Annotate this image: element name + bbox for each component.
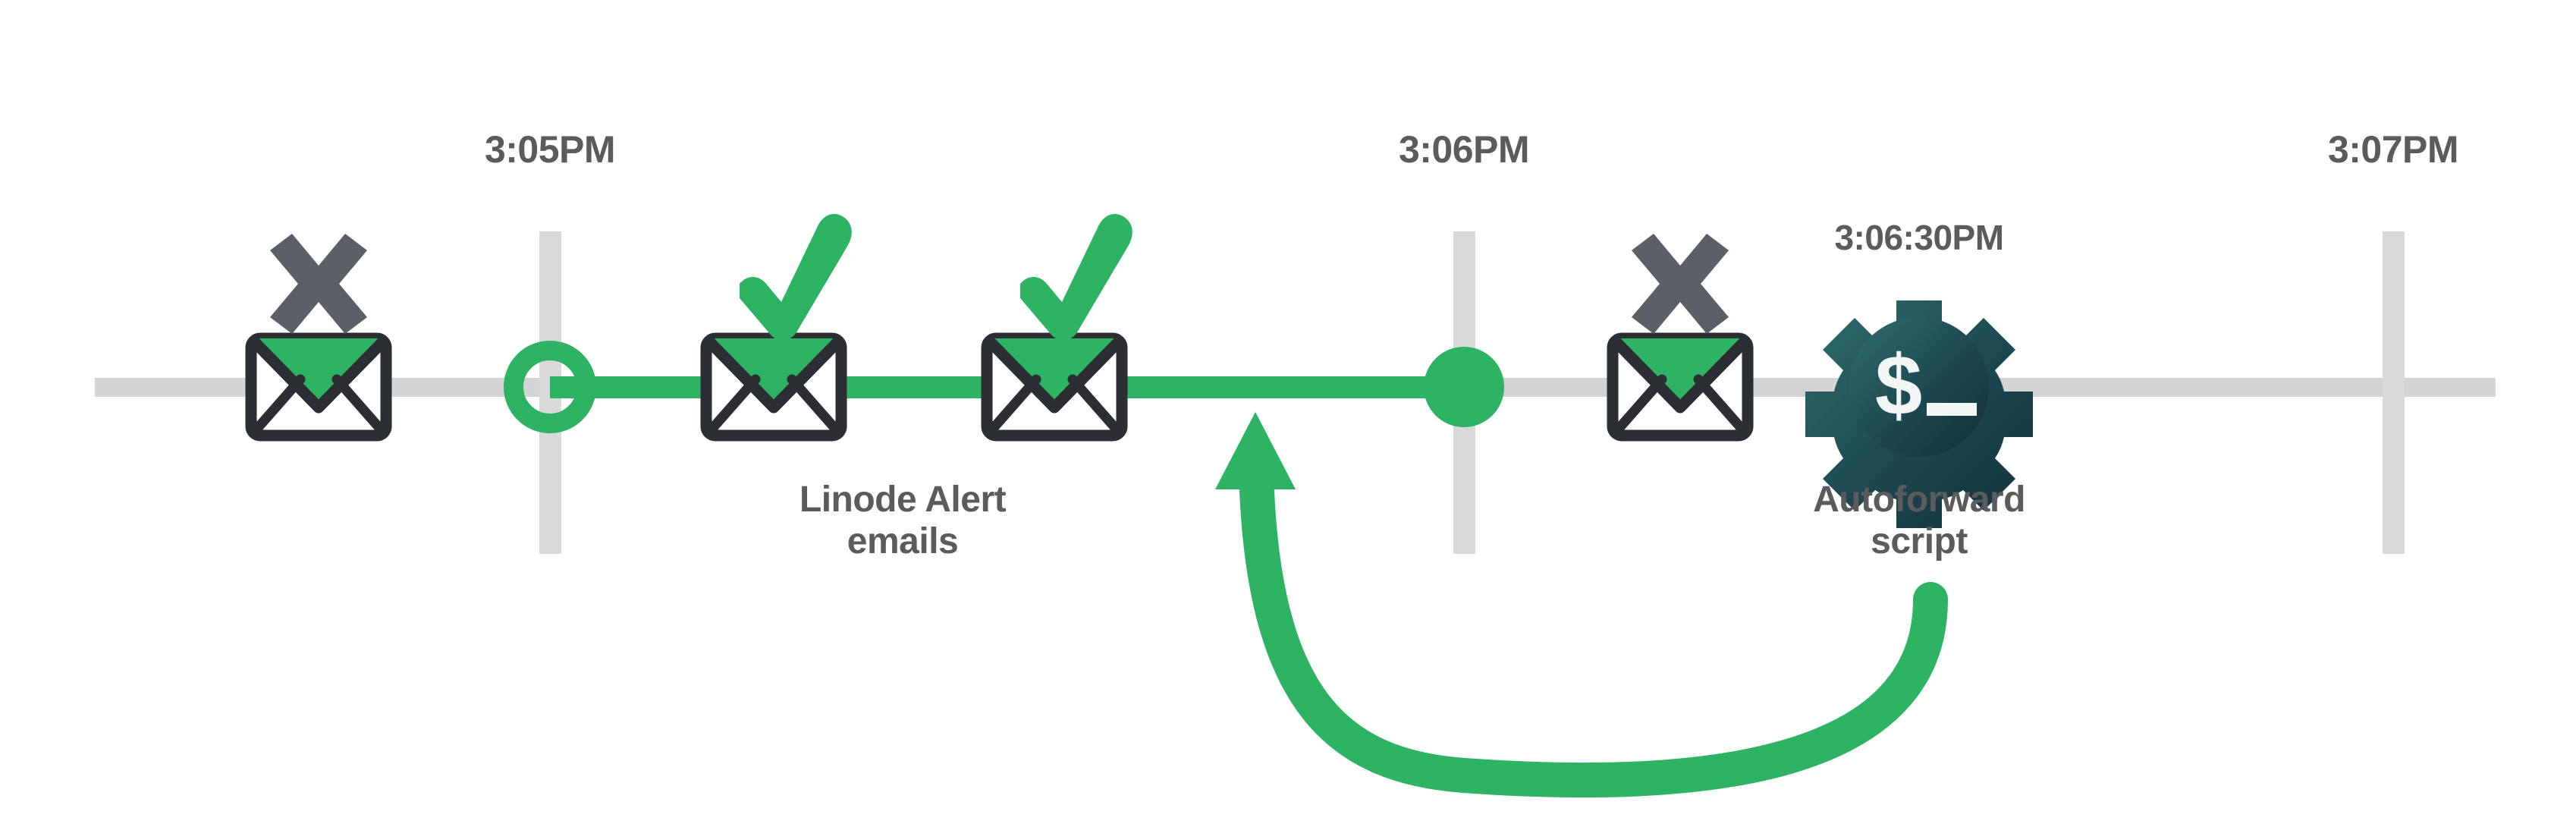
svg-text:$: $ xyxy=(1875,338,1922,432)
emails-label-line2: emails xyxy=(847,521,959,561)
envelope-icon xyxy=(981,332,1128,442)
envelope-icon xyxy=(700,332,847,442)
script-label-line2: script xyxy=(1871,521,1968,561)
envelope-icon xyxy=(1607,332,1754,442)
emails-group-label: Linode Alert emails xyxy=(675,480,1130,562)
status-x-icon xyxy=(270,234,367,334)
filled-circle-node xyxy=(1424,347,1504,427)
gear-terminal-icon: $ xyxy=(1805,300,2033,528)
script-timestamp: 3:06:30PM xyxy=(1834,218,2004,257)
axis-tick-307 xyxy=(2383,231,2405,554)
autoforward-feedback-arrow xyxy=(1215,412,1948,798)
envelope-icon xyxy=(245,332,392,442)
axis-tick-label-306: 3:06PM xyxy=(1398,128,1530,171)
script-group-label: Autoforward script xyxy=(1692,480,2147,562)
status-x-icon xyxy=(1632,234,1729,334)
axis-tick-label-307: 3:07PM xyxy=(2327,128,2459,171)
emails-label-line1: Linode Alert xyxy=(799,480,1007,520)
hollow-circle-node xyxy=(504,341,596,433)
script-label-line1: Autoforward xyxy=(1813,480,2025,520)
status-check-icon xyxy=(1020,214,1132,341)
status-check-icon xyxy=(740,214,852,341)
axis-tick-label-305: 3:05PM xyxy=(484,128,616,171)
